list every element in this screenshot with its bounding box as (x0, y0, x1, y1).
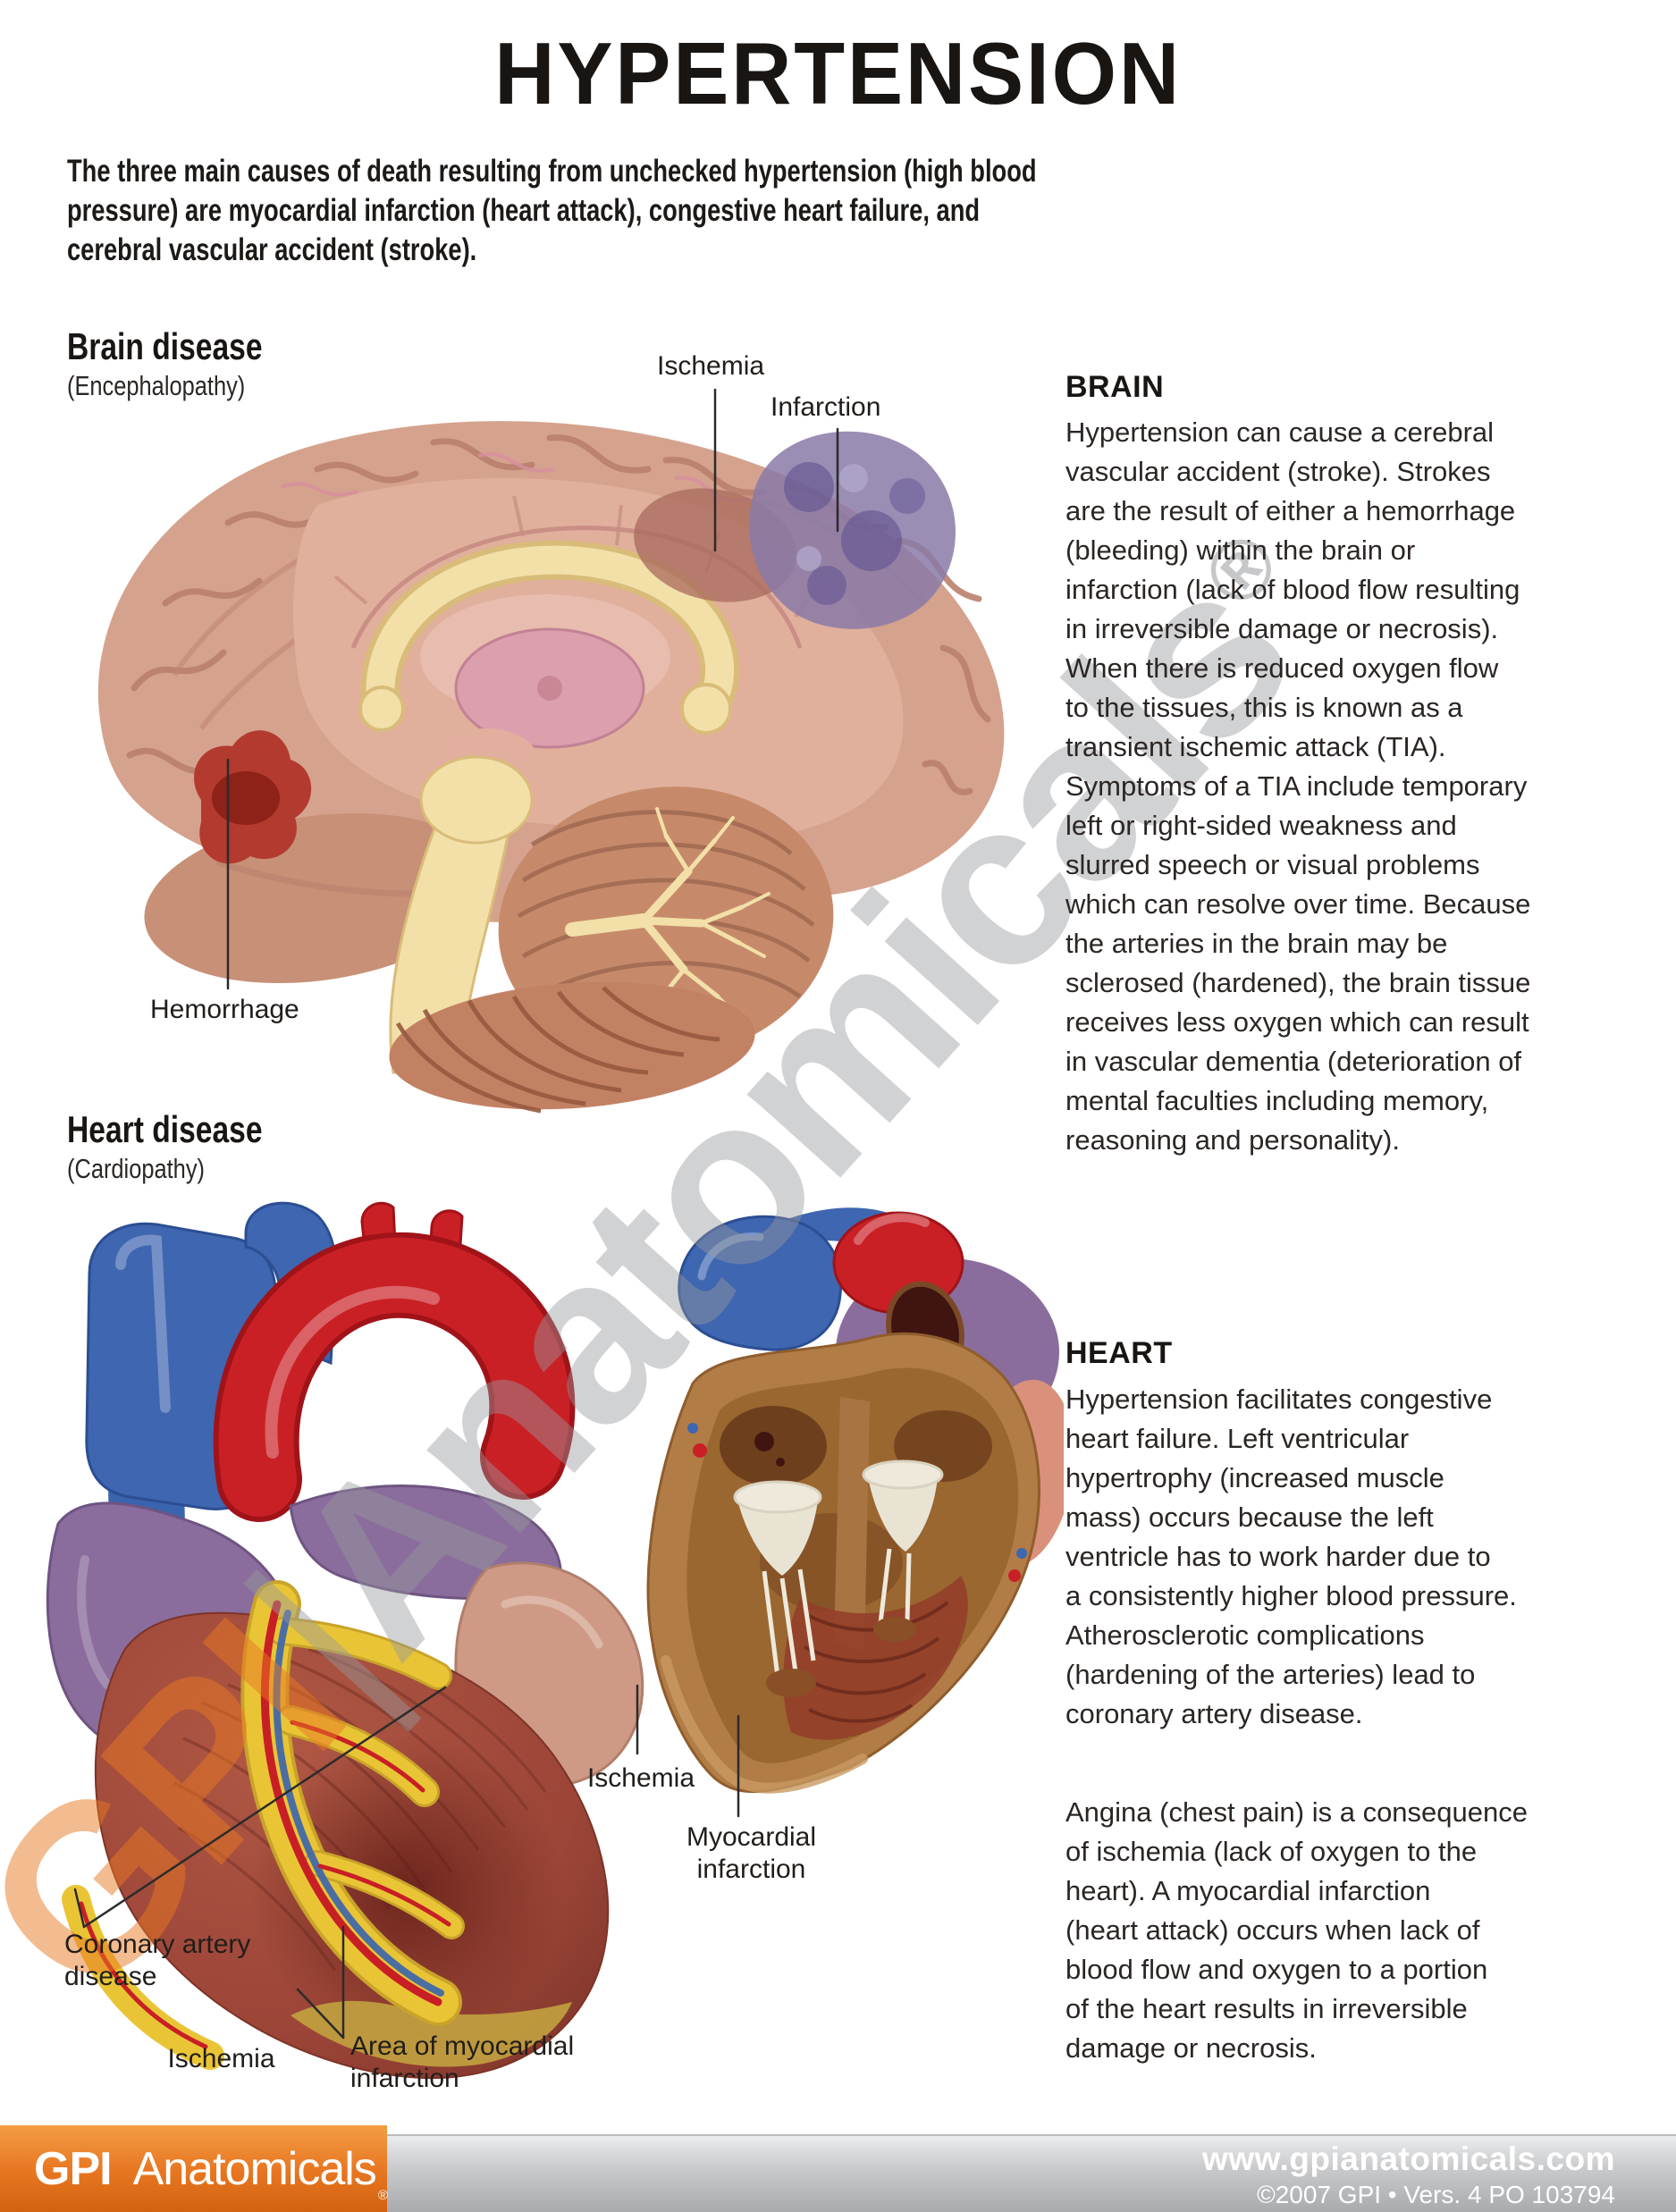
label-brain-ischemia: Ischemia (657, 351, 765, 381)
edge-vein-dot-right (1016, 1548, 1027, 1559)
footer-logo-anatomicals: Anatomicals (132, 2142, 377, 2195)
edge-artery-dot (693, 1443, 707, 1458)
brain-column-heading: BRAIN (1065, 370, 1165, 404)
pons (419, 755, 534, 845)
heart-column-heading: HEART (1065, 1336, 1173, 1370)
septum (834, 1397, 870, 1652)
mitral-valve (733, 1480, 822, 1697)
heart-disease-subheading: (Cardiopathy) (67, 1153, 206, 1184)
label-ischemia-exterior: Ischemia (167, 2044, 275, 2073)
footer-registered-icon: ® (377, 2188, 388, 2203)
label-myocardial-infarction: Myocardial infarction (686, 1822, 817, 1884)
label-coronary-artery-disease: Coronary artery disease (64, 1930, 251, 1991)
cross-infarction-zone (783, 1576, 968, 1740)
cerebellum (389, 786, 834, 1114)
footer-website: www.gpianatomicals.com (1202, 2141, 1615, 2177)
cingulate-sulcus (350, 526, 803, 649)
page-title: HYPERTENSION (494, 24, 1182, 122)
label-brain-hemorrhage: Hemorrhage (150, 995, 299, 1024)
footer-logo-gpi: GPI (34, 2142, 113, 2195)
tricuspid-valve (862, 1459, 944, 1642)
cavity-recesses (720, 1406, 992, 1611)
brain-illustration (97, 421, 1005, 1114)
page-title-wrap: HYPERTENSION (0, 23, 1676, 124)
heart-disease-heading: Heart disease (67, 1108, 263, 1150)
brain-disease-heading: Brain disease (67, 325, 263, 367)
corpus-callosum (358, 540, 740, 735)
medulla-folds (395, 986, 720, 1114)
label-brain-infarction: Infarction (771, 392, 881, 422)
edge-artery-dot-right (1008, 1569, 1021, 1582)
edge-vein-dot (687, 1423, 698, 1434)
small-opening (754, 1432, 774, 1451)
footer-copyright: ©2007 GPI • Vers. 4 PO 103794 (1257, 2181, 1615, 2208)
label-area-of-myocardial-infarction: Area of myocardial infarction (350, 2031, 575, 2093)
brain-disease-subheading: (Encephalopathy) (67, 370, 246, 401)
tiny-opening (776, 1458, 785, 1467)
footer-logo-box: GPI Anatomicals ® (0, 2125, 388, 2212)
infarction-area (291, 2000, 572, 2067)
aorta (213, 1201, 576, 1522)
label-cross-ischemia: Ischemia (586, 1763, 695, 1793)
interthalamic-adhesion (537, 676, 562, 701)
infarction-region (749, 431, 956, 629)
heart-cross-section-illustration (646, 1207, 1064, 1794)
footer-info: www.gpianatomicals.com ©2007 GPI • Vers.… (1202, 2141, 1615, 2209)
intro-paragraph: The three main causes of death resulting… (67, 154, 1037, 267)
